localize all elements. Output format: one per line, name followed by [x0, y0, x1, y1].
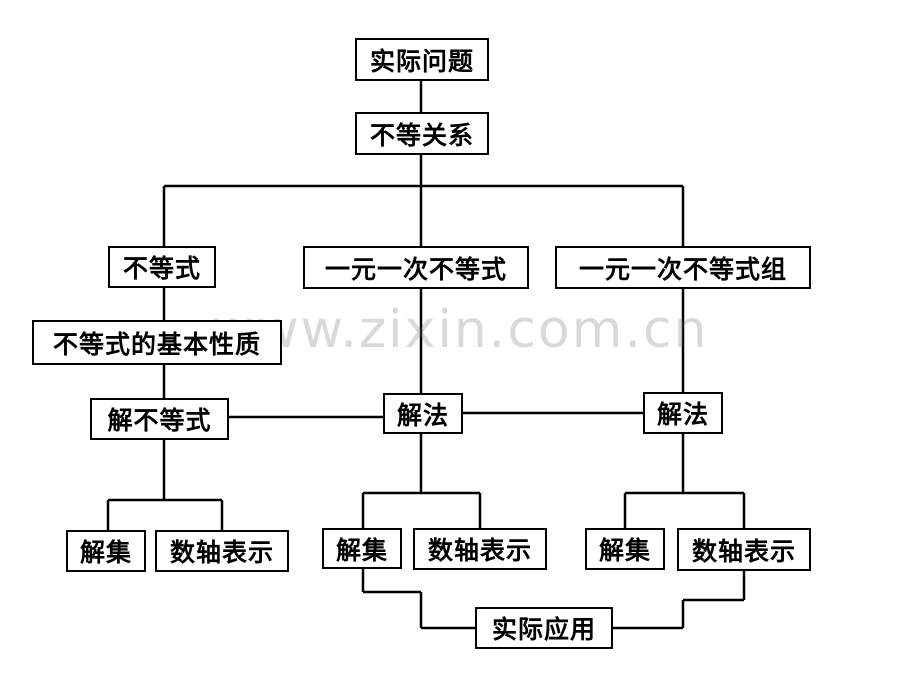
root-real-problem-box: 实际问题	[355, 38, 489, 81]
inequality-relation-box: 不等关系	[355, 112, 489, 155]
right-solution-set-box: 解集	[585, 528, 665, 570]
linear-solution-method-box: 解法	[383, 393, 463, 434]
real-application-box: 实际应用	[475, 607, 613, 649]
linear-inequality-system-box: 一元一次不等式组	[555, 246, 811, 289]
left-number-line-box: 数轴表示	[155, 530, 289, 572]
linear-inequality-box: 一元一次不等式	[303, 246, 529, 289]
right-number-line-box: 数轴表示	[677, 528, 811, 571]
middle-solution-set-box: 解集	[322, 528, 402, 569]
inequality-box: 不等式	[108, 246, 216, 288]
middle-number-line-box: 数轴表示	[413, 528, 547, 570]
watermark: www.zixin.com.cn	[211, 300, 709, 360]
solve-inequality-box: 解不等式	[90, 398, 229, 440]
system-solution-method-box: 解法	[643, 392, 723, 434]
left-solution-set-box: 解集	[66, 530, 146, 572]
basic-properties-box: 不等式的基本性质	[32, 320, 282, 365]
